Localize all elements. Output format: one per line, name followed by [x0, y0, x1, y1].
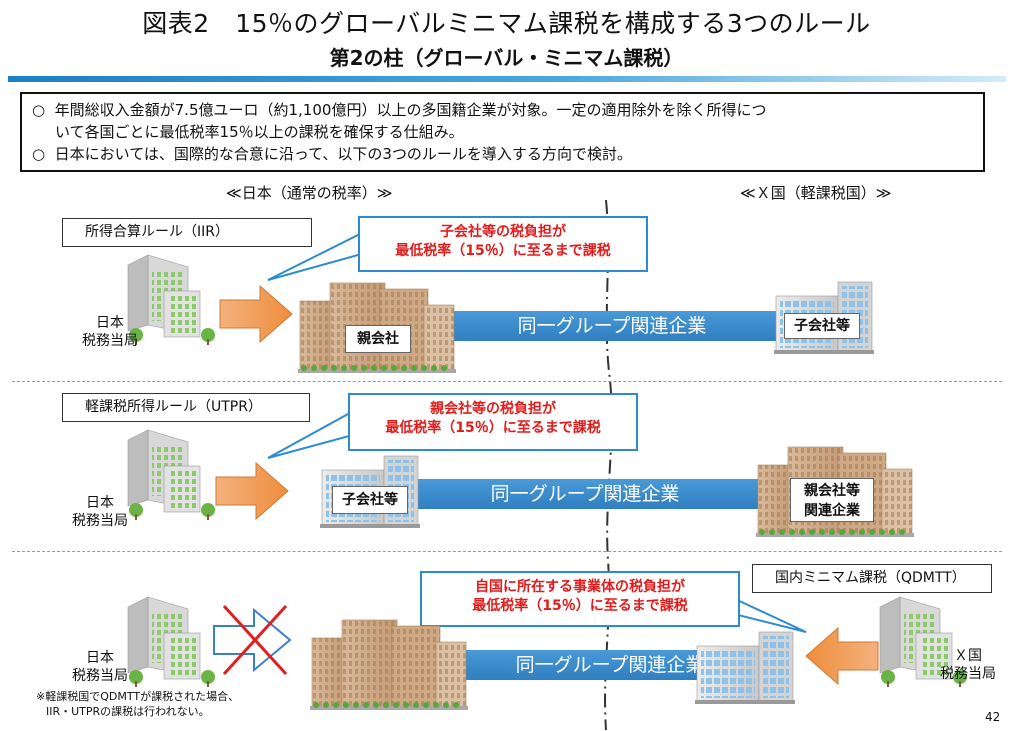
rule-name-utpr: 軽課税所得ルール（UTPR） — [62, 393, 310, 422]
rule-name-qdmtt: 国内ミニマム課税（QDMTT） — [752, 564, 992, 593]
x-tax-authority-label: Ｘ国税務当局 — [940, 648, 996, 682]
summary-line-2: ○ 日本においては、国際的な合意に沿って、以下の3つのルールを導入する方向で検討… — [32, 145, 632, 163]
entity-parent: 親会社 — [345, 325, 411, 353]
group-band: 同一グループ関連企業 — [432, 311, 792, 341]
callout-iir: 子会社等の税負担が 最低税率（15％）に至るまで課税 — [358, 216, 648, 272]
region-x-country: ≪Ｘ国（軽課税国）≫ — [740, 184, 892, 202]
tax-arrow-icon — [805, 627, 879, 685]
section-divider — [12, 551, 1002, 552]
parent-building-icon — [309, 619, 469, 711]
subsidiary-building-icon — [694, 631, 796, 705]
crossed-arrow-icon — [213, 604, 292, 676]
summary-box: ○ 年間総収入金額が7.5億ユーロ（約1,100億円）以上の多国籍企業が対象。一… — [20, 92, 985, 172]
bullet-icon: ○ — [32, 145, 46, 163]
region-japan: ≪日本（通常の税率）≫ — [226, 184, 393, 202]
summary-line-1-cont: いて各国ごとに最低税率15％以上の課税を確保する仕組み。 — [55, 123, 464, 141]
japan-tax-authority-icon — [127, 596, 216, 688]
tax-arrow-icon — [215, 462, 289, 520]
callout-qdmtt: 自国に所在する事業体の税負担が 最低税率（15％）に至るまで課税 — [420, 571, 740, 627]
japan-tax-authority-label: 日本税務当局 — [82, 315, 138, 349]
callout-utpr: 親会社等の税負担が 最低税率（15％）に至るまで課税 — [348, 393, 638, 451]
page-title: 図表2 15％のグローバルミニマム課税を構成する3つのルール — [142, 9, 871, 38]
section-divider — [12, 381, 1002, 382]
japan-tax-authority-icon — [127, 429, 216, 521]
qdmtt-note: ※軽課税国でQDMTTが課税された場合、 IIR・UTPRの課税は行われない。 — [36, 690, 240, 718]
page-subtitle: 第2の柱（グローバル・ミニマム課税） — [329, 46, 684, 70]
tax-arrow-icon — [219, 285, 293, 343]
entity-parent-related: 親会社等関連企業 — [790, 478, 874, 522]
japan-tax-authority-icon — [127, 254, 216, 346]
japan-tax-authority-label: 日本税務当局 — [72, 650, 128, 684]
entity-subsidiary: 子会社等 — [784, 313, 860, 339]
japan-tax-authority-label: 日本税務当局 — [72, 495, 128, 529]
page-number: 42 — [985, 710, 1001, 724]
title-underline — [8, 76, 1006, 82]
group-band: 同一グループ関連企業 — [400, 479, 770, 509]
bullet-icon: ○ — [32, 101, 46, 119]
entity-subsidiary: 子会社等 — [332, 486, 408, 514]
rule-name-iir: 所得合算ルール（IIR） — [62, 218, 312, 247]
summary-line-1: ○ 年間総収入金額が7.5億ユーロ（約1,100億円）以上の多国籍企業が対象。一… — [32, 101, 767, 119]
border-line — [604, 199, 613, 731]
